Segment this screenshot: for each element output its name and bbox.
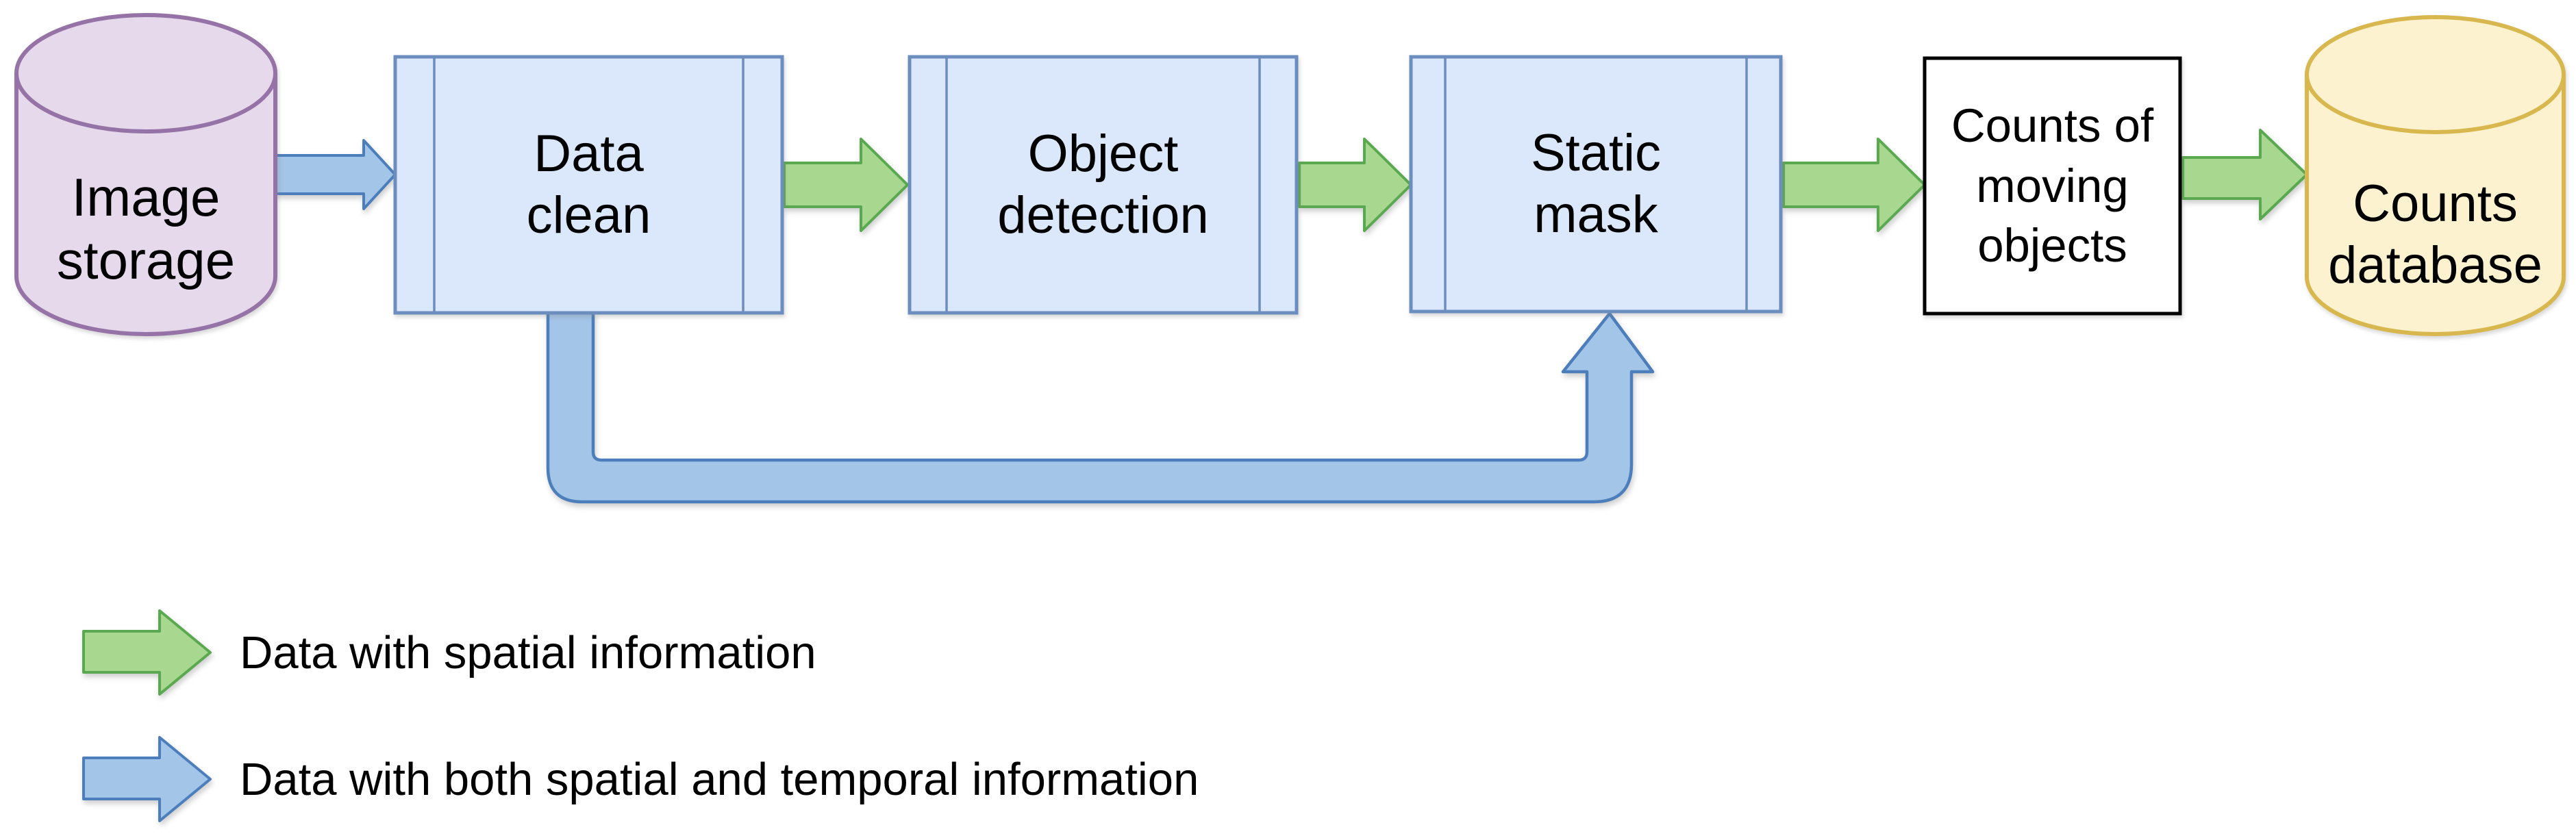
flow-arrow-green-counts-to-database (2181, 129, 2308, 220)
legend-item-spatial-temporal-label: Data with both spatial and temporal info… (240, 753, 1199, 805)
object-detection-box (908, 55, 1299, 315)
flow-arrow-blue-storage-to-clean (274, 139, 397, 210)
flow-arrow-green-clean-to-detection (783, 138, 909, 232)
image-storage-cylinder (14, 13, 277, 336)
counts-of-moving-objects-box (1923, 56, 2182, 316)
static-mask-box (1409, 55, 1783, 314)
counts-database-cylinder-lip (2305, 74, 2566, 134)
counts-database-cylinder (2305, 15, 2566, 336)
static-mask-label: Static mask (1530, 124, 1662, 244)
legend-blue-block-arrow (82, 736, 212, 822)
flow-arrow-green-mask-to-counts (1782, 138, 1926, 232)
data-clean-box (393, 55, 784, 315)
legend-item-spatial-label: Data with spatial information (240, 626, 816, 678)
flow-arrow-green-detection-to-mask (1298, 138, 1412, 232)
legend-green-block-arrow (82, 609, 212, 696)
image-storage-label: Image storage (56, 166, 236, 290)
image-storage-cylinder-lip (14, 73, 277, 134)
object-detection-label: Object detection (997, 125, 1209, 244)
counts-of-moving-objects-label: Counts of moving objects (1951, 99, 2154, 272)
counts-database-label: Counts database (2328, 175, 2542, 294)
data-clean-label: Data clean (526, 125, 651, 244)
loop-arrow-data-clean-to-static-mask (546, 311, 1655, 504)
